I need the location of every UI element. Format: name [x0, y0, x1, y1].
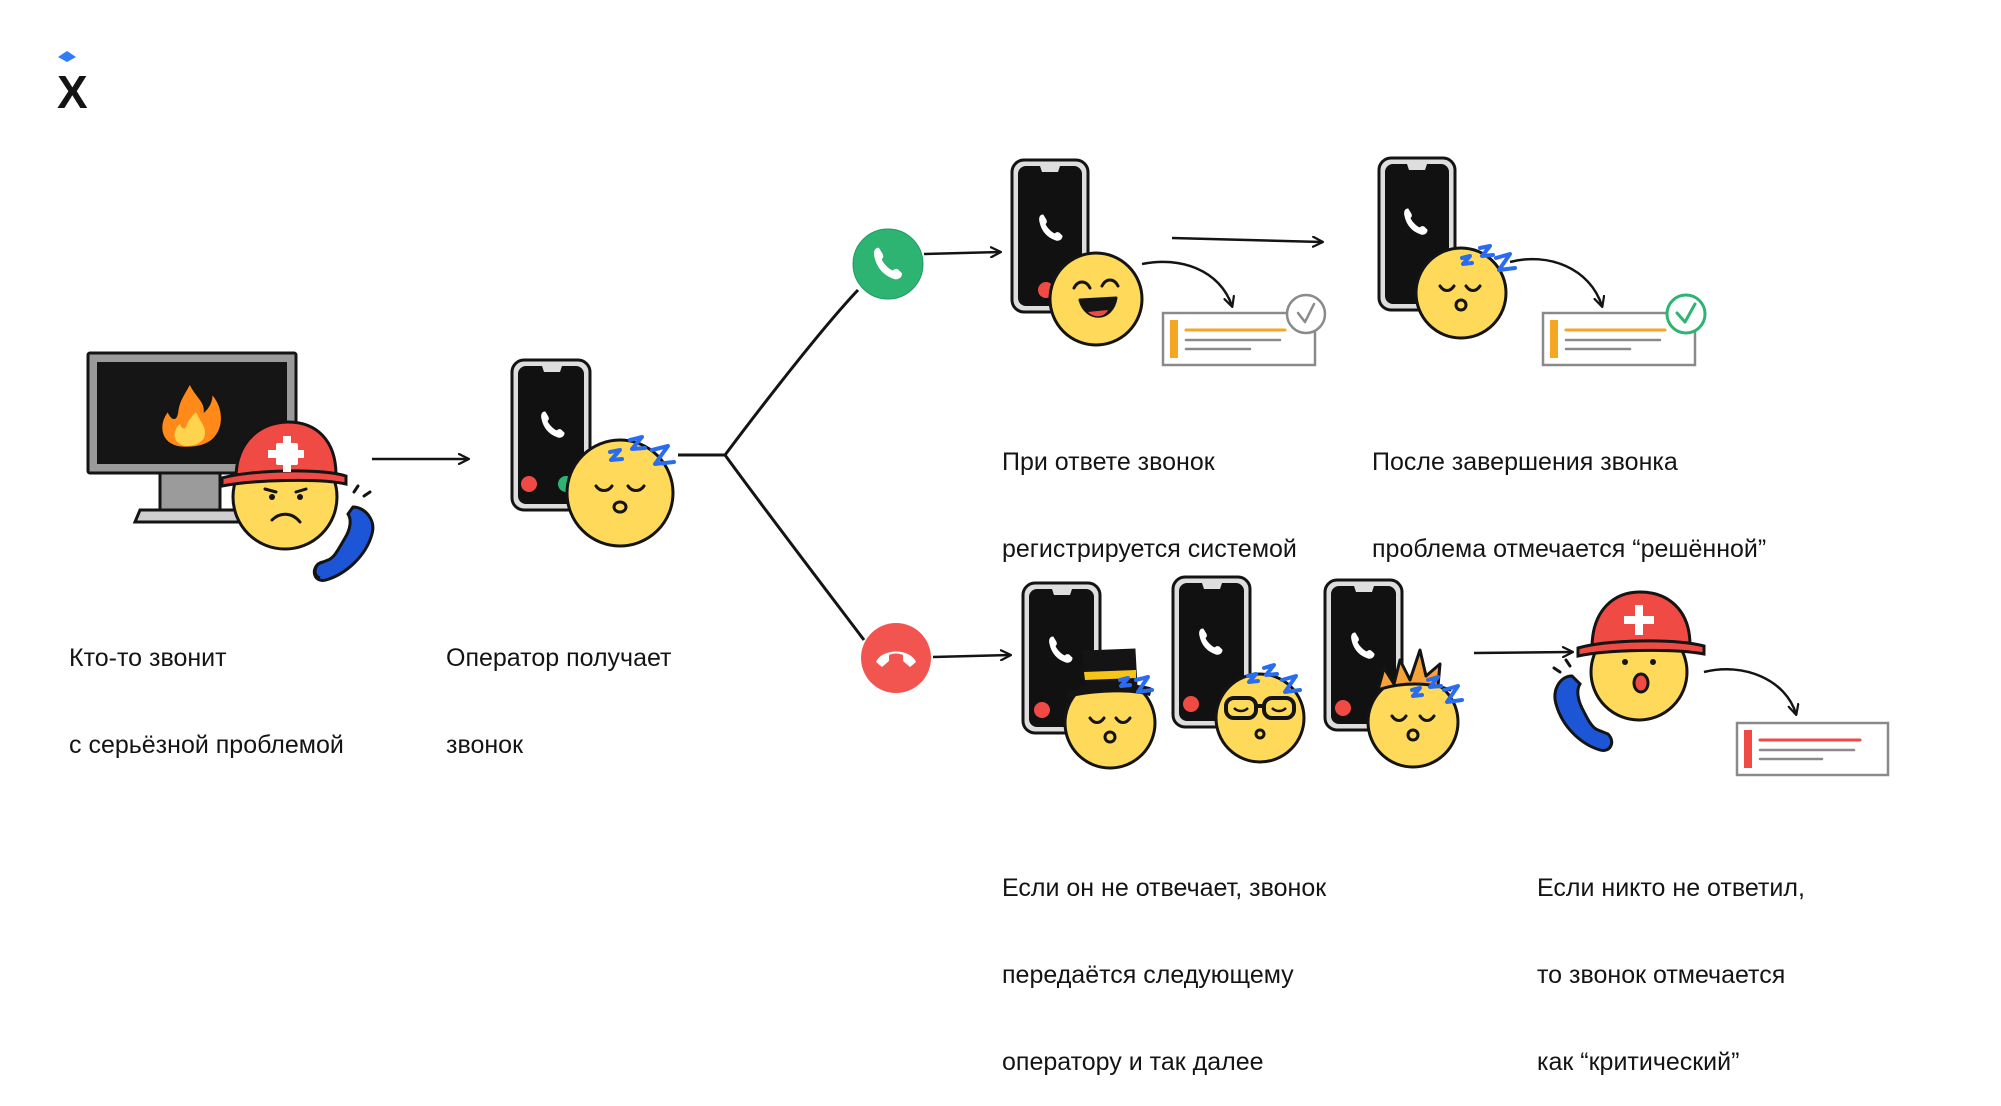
check-icon — [1665, 293, 1707, 335]
medical-cross-icon — [1624, 605, 1654, 635]
arrow-to-resolved — [1171, 238, 1322, 242]
sleepy-operator-face — [1414, 246, 1508, 340]
not-answered-illustration — [1021, 575, 1464, 770]
caption-critical-text: Если никто не ответил, то звонок отмечае… — [1537, 816, 1805, 1106]
answered-illustration — [1010, 158, 1327, 367]
branch-down — [723, 454, 866, 641]
caption-resolved-text: После завершения звонка проблема отмечае… — [1372, 390, 1766, 593]
branch-up — [723, 288, 860, 456]
caption-line: звонок — [446, 731, 524, 759]
arrow-to-answered — [923, 252, 1000, 254]
caption-line: При ответе звонок — [1002, 448, 1215, 476]
zzz-icon — [1410, 675, 1464, 704]
zzz-icon — [608, 435, 676, 466]
arrow-to-not-answered — [932, 655, 1010, 657]
fire-icon — [159, 378, 224, 450]
caption-caller-text: Кто-то звонит с серьёзной проблемой — [69, 586, 344, 789]
check-icon — [1285, 293, 1327, 335]
call-flow-diagram: X — [57, 51, 1890, 777]
medical-cross-icon — [268, 436, 304, 472]
sleepy-operator-face — [565, 438, 675, 548]
helmet-icon — [1576, 590, 1706, 658]
caption-line: После завершения звонка — [1372, 448, 1678, 476]
phone-accept-icon — [852, 228, 924, 300]
caption-line: оператору и так далее — [1002, 1048, 1264, 1076]
resolved-illustration — [1377, 156, 1707, 367]
operator-face-glasses — [1214, 672, 1306, 764]
caption-line: Если никто не ответил, — [1537, 874, 1805, 902]
happy-operator-face — [1048, 251, 1144, 347]
caption-line: как “критический” — [1537, 1048, 1740, 1076]
caption-answered-text: При ответе звонок регистрируется системо… — [1002, 390, 1297, 593]
caller-illustration — [86, 351, 375, 582]
zzz-icon — [1460, 244, 1517, 272]
zzz-icon — [1118, 675, 1154, 694]
caption-line: передаётся следующему — [1002, 961, 1294, 989]
critical-illustration — [1552, 590, 1890, 777]
logo: X — [57, 51, 88, 118]
caption-line: Оператор получает — [446, 644, 672, 672]
phone-handset-icon — [312, 484, 375, 582]
logo-accent-icon — [58, 51, 76, 62]
helmet-icon — [220, 420, 348, 488]
caption-line: Если он не отвечает, звонок — [1002, 874, 1327, 902]
caption-line: то звонок отмечается — [1537, 961, 1786, 989]
operator-illustration — [510, 358, 676, 548]
phone-handset-icon — [1552, 658, 1614, 752]
smartphone-icon — [510, 358, 592, 512]
caption-line: с серьёзной проблемой — [69, 731, 344, 759]
arrow-to-critical — [1473, 652, 1572, 653]
zzz-icon — [1246, 663, 1302, 694]
ticket-card-critical — [1735, 721, 1890, 777]
caption-line: проблема отмечается “решённой” — [1372, 535, 1767, 563]
caption-not-answered-text: Если он не отвечает, звонок передаётся с… — [1002, 816, 1326, 1106]
caption-line: регистрируется системой — [1002, 535, 1297, 563]
caption-line: Кто-то звонит — [69, 644, 227, 672]
phone-decline-icon — [861, 623, 931, 693]
logo-letter: X — [57, 66, 88, 118]
caption-operator-text: Оператор получает звонок — [446, 586, 672, 789]
